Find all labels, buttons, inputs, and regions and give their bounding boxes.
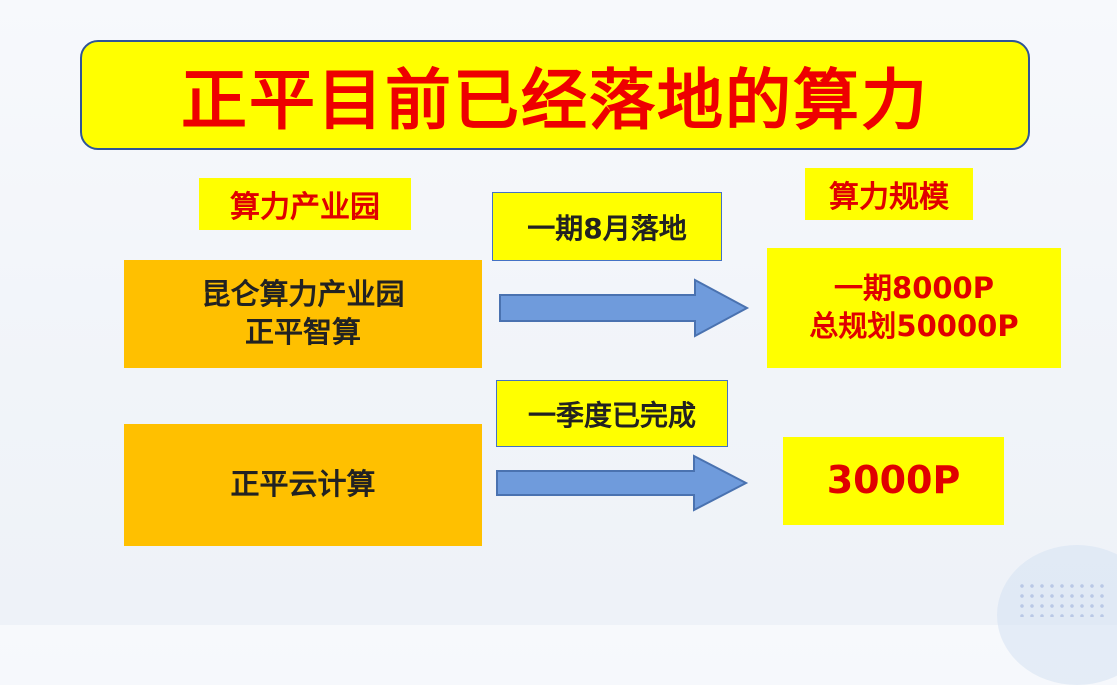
left-column-header: 算力产业园 xyxy=(199,178,411,230)
row1-result-line1: 一期8000P xyxy=(834,271,994,306)
right-column-header: 算力规模 xyxy=(805,168,973,220)
row2-arrow xyxy=(496,454,749,512)
row1-source-box: 昆仑算力产业园 正平智算 xyxy=(124,260,482,368)
row2-result-box: 3000P xyxy=(783,437,1004,525)
row2-source-line1: 正平云计算 xyxy=(230,467,376,502)
title-banner: 正平目前已经落地的算力 xyxy=(80,40,1030,150)
decorative-dot-grid xyxy=(1017,581,1107,617)
row1-result-box: 一期8000P 总规划50000P xyxy=(767,248,1061,368)
row1-arrow xyxy=(499,278,750,338)
row1-status-tag: 一期8月落地 xyxy=(492,192,722,261)
row2-result-line1: 3000P xyxy=(826,458,961,503)
row2-source-box: 正平云计算 xyxy=(124,424,482,546)
row1-source-line2: 正平智算 xyxy=(244,315,361,349)
row1-source-line1: 昆仑算力产业园 xyxy=(201,277,405,312)
page-title: 正平目前已经落地的算力 xyxy=(181,62,929,139)
row1-result-line2: 总规划50000P xyxy=(809,309,1019,343)
row2-status-tag: 一季度已完成 xyxy=(496,380,728,447)
